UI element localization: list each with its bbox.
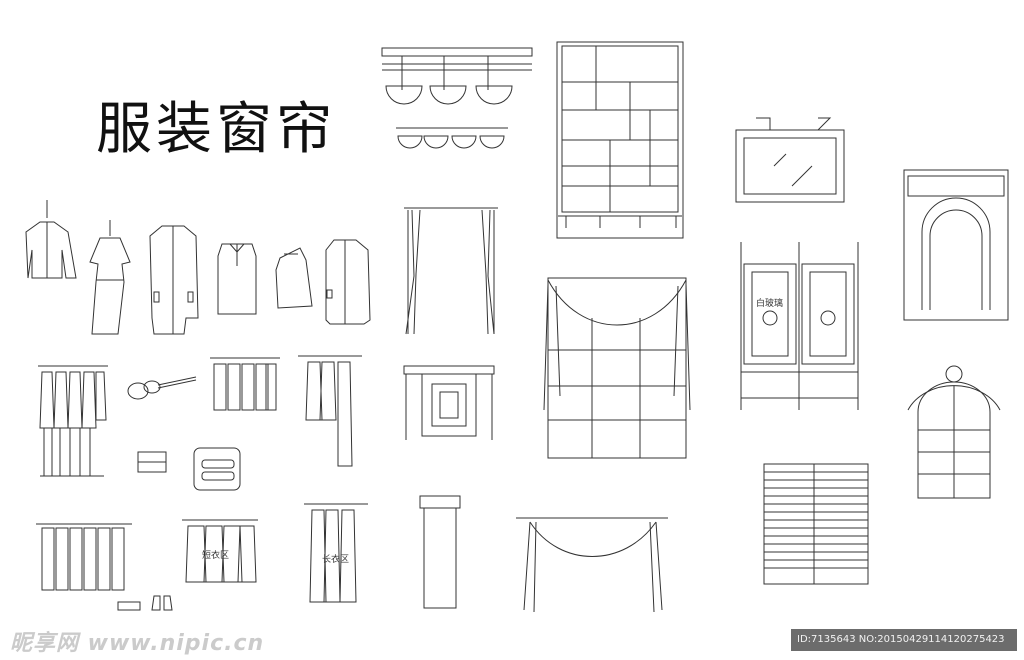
small-box-figure (137, 451, 167, 473)
long-coat-figure (149, 225, 199, 335)
long-clothes-rack-figure (304, 503, 368, 603)
shirt-figure (217, 243, 257, 315)
hanging-coats-figure (298, 355, 362, 467)
dress-figure (89, 220, 131, 335)
page-title: 服装窗帘 (96, 97, 336, 162)
window-blinds-figure (763, 463, 869, 585)
pedestal-stand-figure (419, 495, 461, 609)
mirror-with-lamps-figure (735, 117, 845, 203)
hanging-rack-figure-1 (38, 365, 108, 477)
draped-swag-curtain-figure (516, 517, 668, 613)
scalloped-valance-figure (396, 127, 508, 149)
double-doors-figure (740, 242, 859, 410)
pants-rack-figure (36, 523, 173, 611)
suit-jacket-figure (25, 200, 77, 279)
short-clothes-area-label: 短衣区 (202, 551, 230, 561)
site-watermark: 昵享网 www.nipic.cn (10, 631, 265, 656)
stone-arch-doorway-figure (903, 169, 1009, 321)
arched-window-figure (907, 365, 1001, 499)
long-clothes-area-label: 长衣区 (322, 555, 350, 565)
hanging-shirts-figure (210, 357, 280, 411)
white-glass-label: 白玻璃 (756, 299, 784, 309)
tied-back-curtains-figure (404, 207, 498, 335)
folded-shirt-figure (275, 247, 313, 309)
display-shelf-figure (556, 41, 684, 239)
curtained-window-figure (543, 277, 691, 459)
swag-valance-figure (381, 47, 533, 105)
greek-key-panel-figure (403, 365, 495, 440)
tunic-figure (325, 239, 371, 325)
image-id-watermark: ID:7135643 NO:20150429114120275423 (791, 629, 1017, 651)
folded-towel-figure (193, 447, 241, 491)
short-clothes-rack-figure (182, 519, 258, 583)
guitar-figure (127, 376, 197, 400)
